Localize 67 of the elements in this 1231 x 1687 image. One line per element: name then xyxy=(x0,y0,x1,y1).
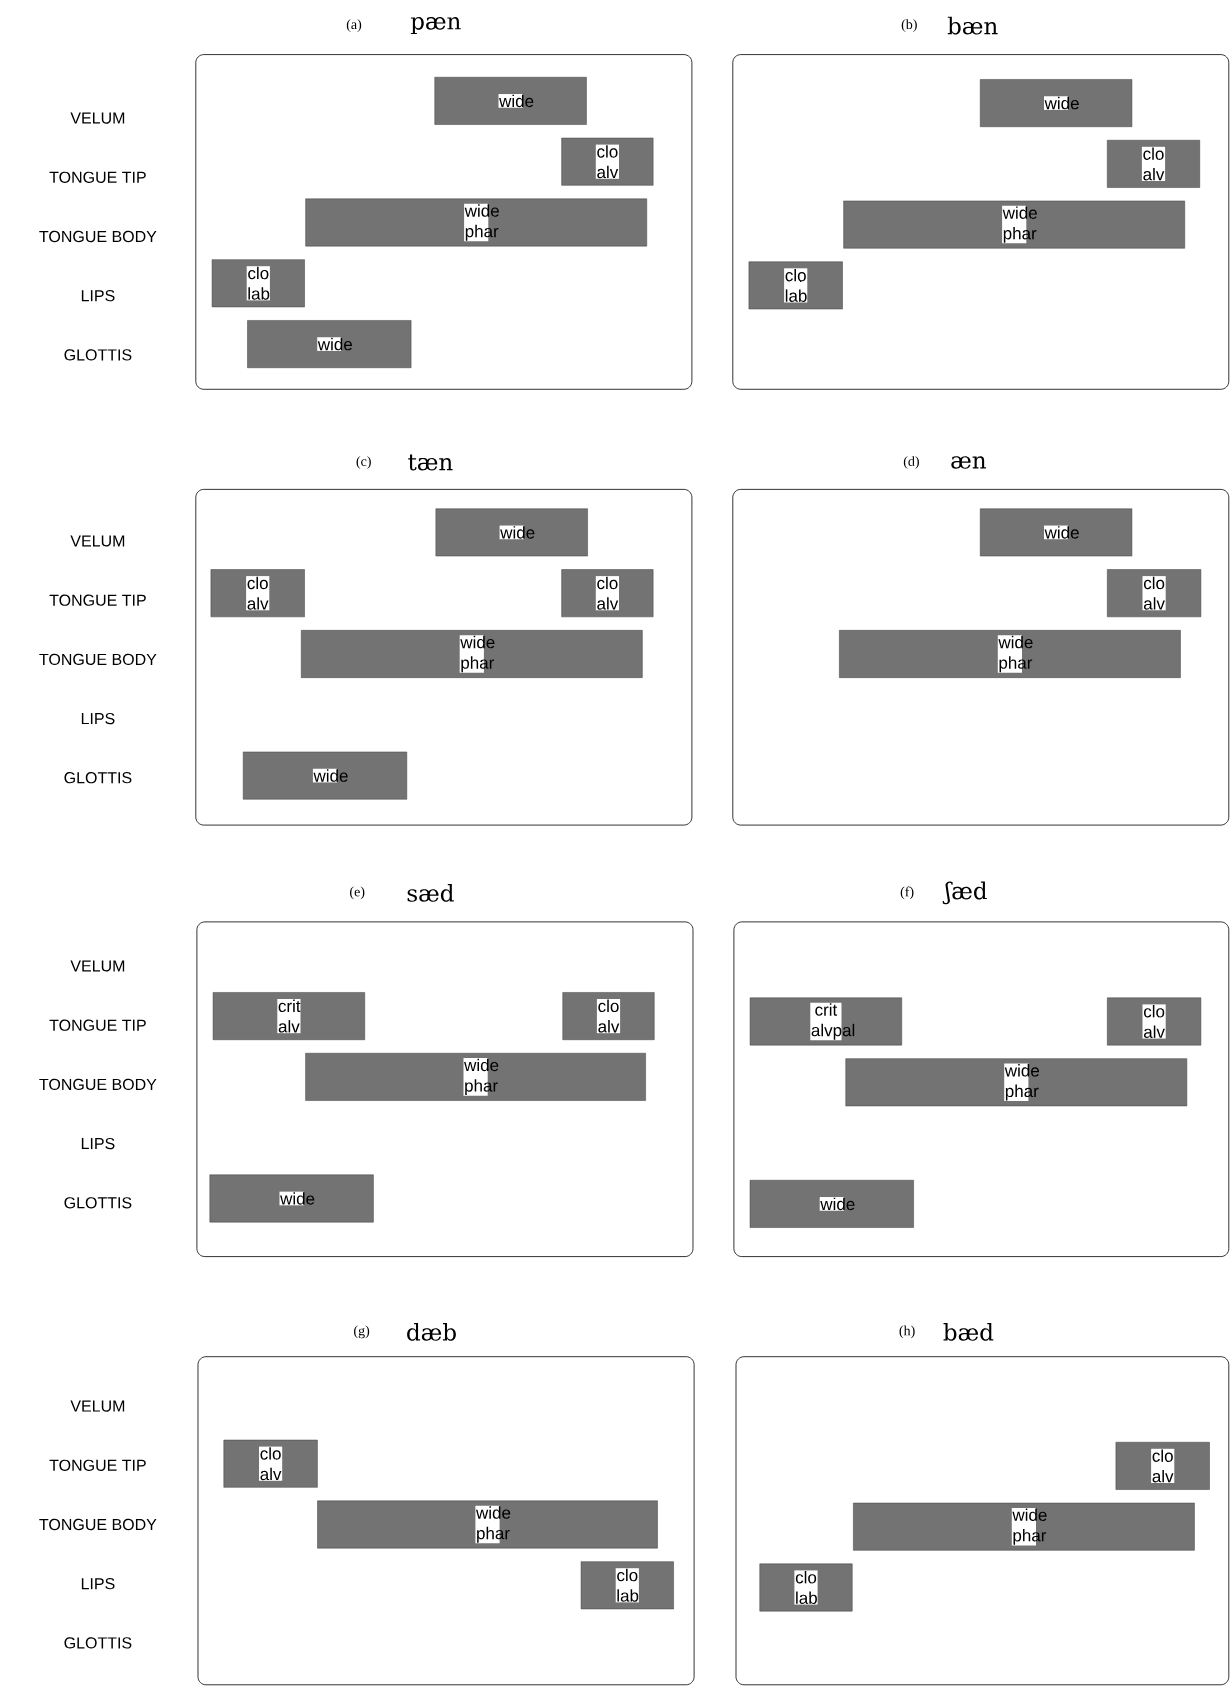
word-label: bæn xyxy=(947,16,998,35)
panel-letter: (e) xyxy=(350,886,365,900)
tier-label: TONGUE BODY xyxy=(39,653,157,666)
panel-letter: (g) xyxy=(354,1325,370,1339)
panel-letter: (a) xyxy=(346,19,362,32)
tier-label: GLOTTIS xyxy=(64,349,132,361)
tier-label: TONGUE TIP xyxy=(49,1459,146,1471)
tier-label: VELUM xyxy=(70,1400,125,1412)
word-label: tæn xyxy=(408,454,453,471)
gesture-box: clo alv xyxy=(562,992,655,1040)
gesture-box: clo alv xyxy=(561,137,654,186)
gesture-box: wide xyxy=(749,1180,914,1228)
panel-letter: (h) xyxy=(899,1325,915,1339)
gesture-box: wide xyxy=(242,751,408,800)
gesture-box: wide phar xyxy=(305,198,647,247)
tier-label: TONGUE TIP xyxy=(49,1019,146,1031)
panel-letter: (b) xyxy=(901,19,917,32)
tier-label: GLOTTIS xyxy=(64,772,132,784)
gesture-box: clo alv xyxy=(1107,997,1202,1046)
panel-letter: (c) xyxy=(356,456,371,469)
gesture-box: clo alv xyxy=(1115,1442,1210,1490)
word-label: æn xyxy=(951,456,986,469)
gesture-box: clo alv xyxy=(1107,140,1200,188)
tier-label: TONGUE BODY xyxy=(39,1518,157,1531)
gesture-box: clo lab xyxy=(748,261,843,310)
gesture-box: wide xyxy=(247,320,412,368)
tier-label: TONGUE BODY xyxy=(39,230,157,243)
word-label: sæd xyxy=(407,884,454,902)
word-label: pæn xyxy=(410,17,461,35)
tier-label: LIPS xyxy=(81,290,115,302)
gesture-box: clo lab xyxy=(580,1561,674,1610)
gesture-box: wide xyxy=(434,77,587,125)
gesture-box: wide phar xyxy=(839,630,1181,678)
gesture-box: wide xyxy=(435,508,588,557)
gesture-box: crit alvpal xyxy=(749,997,902,1046)
gesture-box: clo lab xyxy=(759,1563,853,1612)
tier-label: TONGUE BODY xyxy=(39,1078,157,1091)
tier-label: GLOTTIS xyxy=(64,1637,132,1649)
tier-label: VELUM xyxy=(70,112,125,124)
tier-label: LIPS xyxy=(81,1578,115,1590)
gesture-box: wide phar xyxy=(317,1500,658,1549)
word-label: dæb xyxy=(407,1323,456,1341)
gesture-box: wide phar xyxy=(305,1053,646,1101)
gesture-box: wide phar xyxy=(843,200,1185,249)
gesture-box: wide xyxy=(980,79,1133,127)
tier-label: GLOTTIS xyxy=(64,1197,132,1209)
gesture-box: wide xyxy=(209,1174,374,1223)
gesture-box: crit alv xyxy=(212,992,365,1040)
word-label: bæd xyxy=(943,1323,994,1341)
tier-label: LIPS xyxy=(81,712,115,725)
gesture-box: clo alv xyxy=(210,569,305,618)
gesture-box: wide phar xyxy=(853,1502,1195,1551)
tier-label: LIPS xyxy=(81,1137,115,1150)
gesture-box: wide phar xyxy=(845,1058,1188,1107)
gesture-box: clo alv xyxy=(223,1439,318,1488)
word-label: ʃæd xyxy=(942,881,987,905)
gesture-box: clo alv xyxy=(561,569,654,618)
tier-label: TONGUE TIP xyxy=(49,594,146,606)
gesture-box: clo lab xyxy=(211,259,305,308)
tier-label: VELUM xyxy=(70,535,125,547)
gesture-box: wide xyxy=(980,508,1133,557)
gesture-box: wide phar xyxy=(301,630,643,678)
gesture-box: clo alv xyxy=(1107,569,1202,618)
panel-letter: (d) xyxy=(903,456,919,469)
tier-label: VELUM xyxy=(70,960,125,972)
tier-label: TONGUE TIP xyxy=(49,171,146,183)
panel-letter: (f) xyxy=(900,886,914,900)
